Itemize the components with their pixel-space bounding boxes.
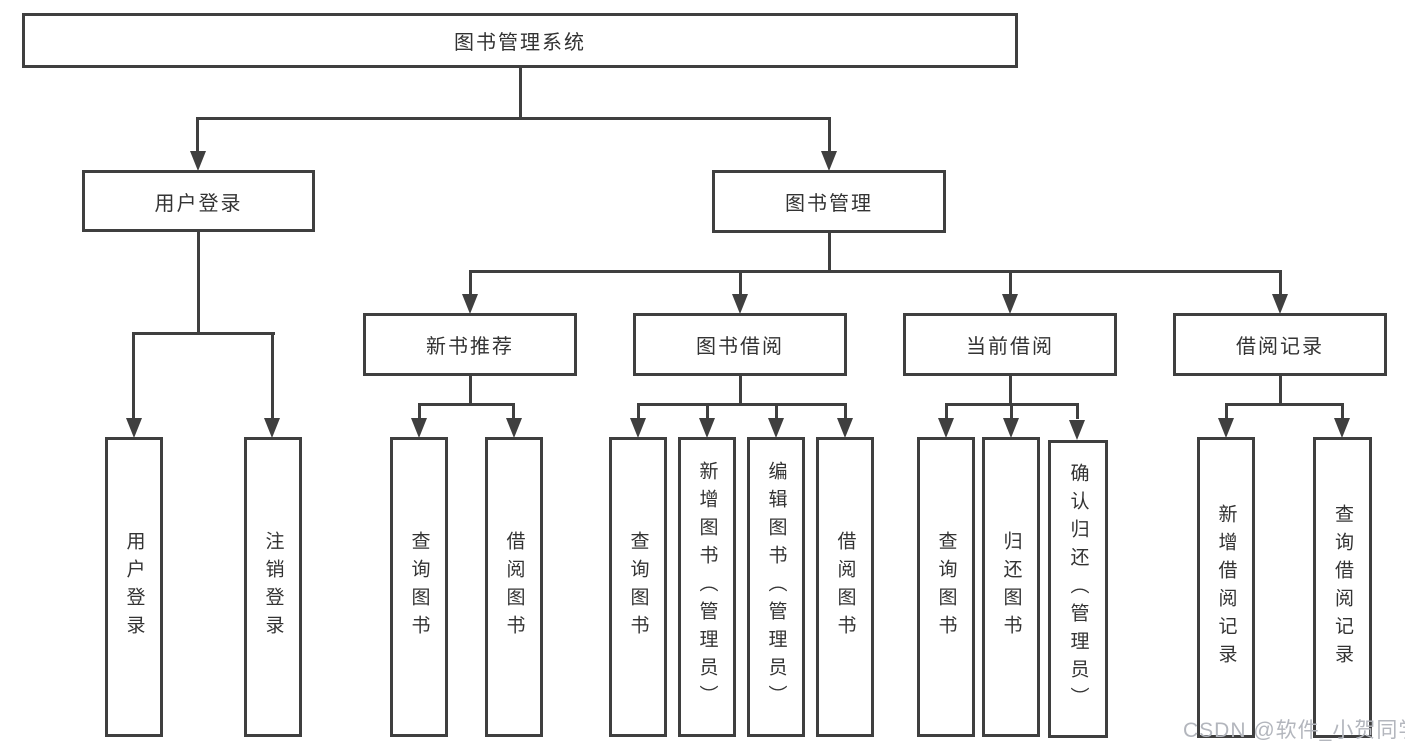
connector-line	[469, 376, 472, 404]
connector-line	[945, 403, 948, 419]
arrow-down-icon	[1069, 420, 1085, 440]
connector-line	[637, 403, 846, 406]
connector-line	[1225, 403, 1343, 406]
connector-line	[469, 270, 1282, 273]
node-root: 图书管理系统	[22, 13, 1018, 68]
arrow-down-icon	[732, 294, 748, 314]
connector-line	[739, 376, 742, 404]
connector-line	[132, 332, 135, 418]
node-user-login: 用户登录	[82, 170, 315, 232]
node-current-borrow: 当前借阅	[903, 313, 1117, 376]
connector-line	[196, 117, 199, 153]
connector-line	[133, 332, 275, 335]
leaf-confirm-return-admin: 确认归还（管理员）	[1048, 440, 1108, 738]
node-new-book-recommend: 新书推荐	[363, 313, 577, 376]
arrow-down-icon	[126, 418, 142, 438]
leaf-query-books-current: 查询图书	[917, 437, 975, 737]
arrow-down-icon	[768, 418, 784, 438]
connector-line	[469, 270, 472, 295]
connector-line	[512, 403, 515, 419]
arrow-down-icon	[1002, 294, 1018, 314]
arrow-down-icon	[1272, 294, 1288, 314]
connector-line	[1009, 270, 1012, 295]
arrow-down-icon	[938, 418, 954, 438]
node-borrow-records: 借阅记录	[1173, 313, 1387, 376]
arrow-down-icon	[506, 418, 522, 438]
connector-line	[1279, 376, 1282, 404]
arrow-down-icon	[699, 418, 715, 438]
connector-line	[828, 117, 831, 153]
arrow-down-icon	[462, 294, 478, 314]
arrow-down-icon	[837, 418, 853, 438]
arrow-down-icon	[1334, 418, 1350, 438]
connector-line	[1341, 403, 1344, 419]
arrow-down-icon	[630, 418, 646, 438]
arrow-down-icon	[264, 418, 280, 438]
leaf-return-book: 归还图书	[982, 437, 1040, 737]
leaf-user-login: 用户登录	[105, 437, 163, 737]
watermark-text: CSDN @软件_小贺同学	[1183, 719, 1405, 742]
connector-line	[706, 403, 709, 419]
arrow-down-icon	[821, 151, 837, 171]
connector-line	[418, 403, 515, 406]
connector-line	[1076, 403, 1079, 419]
leaf-query-books-recommend: 查询图书	[390, 437, 448, 737]
arrow-down-icon	[1003, 418, 1019, 438]
connector-line	[1225, 403, 1228, 419]
leaf-logout: 注销登录	[244, 437, 302, 737]
connector-line	[418, 403, 421, 419]
connector-line	[1009, 376, 1012, 404]
leaf-borrow-books-recommend: 借阅图书	[485, 437, 543, 737]
leaf-add-book-admin: 新增图书（管理员）	[678, 437, 736, 737]
connector-line	[775, 403, 778, 419]
arrow-down-icon	[190, 151, 206, 171]
connector-line	[197, 232, 200, 333]
connector-line	[739, 270, 742, 295]
leaf-edit-book-admin: 编辑图书（管理员）	[747, 437, 805, 737]
leaf-add-borrow-record: 新增借阅记录	[1197, 437, 1255, 738]
connector-line	[197, 117, 831, 120]
connector-line	[1010, 403, 1013, 419]
node-book-borrow: 图书借阅	[633, 313, 847, 376]
connector-line	[519, 68, 522, 119]
leaf-borrow-book: 借阅图书	[816, 437, 874, 737]
connector-line	[637, 403, 640, 419]
leaf-query-books-borrow: 查询图书	[609, 437, 667, 737]
node-book-management: 图书管理	[712, 170, 946, 233]
connector-line	[828, 233, 831, 271]
connector-line	[1279, 270, 1282, 295]
connector-line	[271, 332, 274, 418]
connector-line	[844, 403, 847, 419]
arrow-down-icon	[1218, 418, 1234, 438]
leaf-query-borrow-record: 查询借阅记录	[1313, 437, 1372, 738]
arrow-down-icon	[411, 418, 427, 438]
